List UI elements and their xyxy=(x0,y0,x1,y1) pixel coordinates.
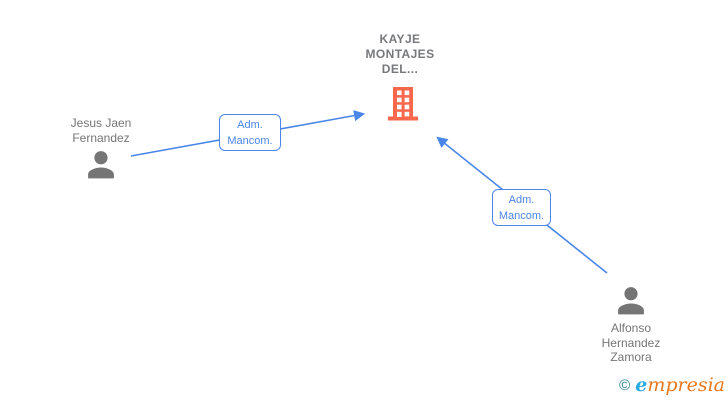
copyright-icon: © xyxy=(619,376,631,394)
edge-label-line: Mancom. xyxy=(498,209,545,222)
person-node-alfonso[interactable] xyxy=(613,282,649,318)
person-name-line: Fernandez xyxy=(72,130,130,145)
person-name-line: Alfonso xyxy=(610,321,652,335)
empresia-logo: © empresia xyxy=(619,373,725,397)
company-name-line: DEL... xyxy=(381,62,419,76)
edge-label-adm-mancom-1: Adm. Mancom. xyxy=(219,114,281,151)
building-icon xyxy=(385,87,421,125)
person-name-line: Hernandez xyxy=(601,335,661,350)
person-node-label-alfonso[interactable]: Alfonso Hernandez Zamora xyxy=(579,321,683,365)
person-name-line: Zamora xyxy=(610,350,652,364)
edge-label-line: Adm. xyxy=(237,118,263,131)
person-icon xyxy=(613,287,649,322)
edge-label-line: Mancom. xyxy=(227,134,273,147)
company-node[interactable] xyxy=(385,87,421,121)
company-name-line: KAYJE xyxy=(379,32,421,46)
person-node-label-jesus[interactable]: Jesus Jaen Fernandez xyxy=(46,116,156,145)
edge-label-line: Adm. xyxy=(508,193,535,206)
person-name-line: Jesus Jaen xyxy=(70,116,132,130)
edge-label-adm-mancom-2: Adm. Mancom. xyxy=(492,189,551,226)
person-icon xyxy=(83,151,119,186)
company-node-label[interactable]: KAYJE MONTAJES DEL... xyxy=(338,32,462,77)
company-name-line: MONTAJES xyxy=(365,47,435,61)
person-node-jesus[interactable] xyxy=(83,146,119,182)
empresia-wordmark: empresia xyxy=(635,374,725,396)
